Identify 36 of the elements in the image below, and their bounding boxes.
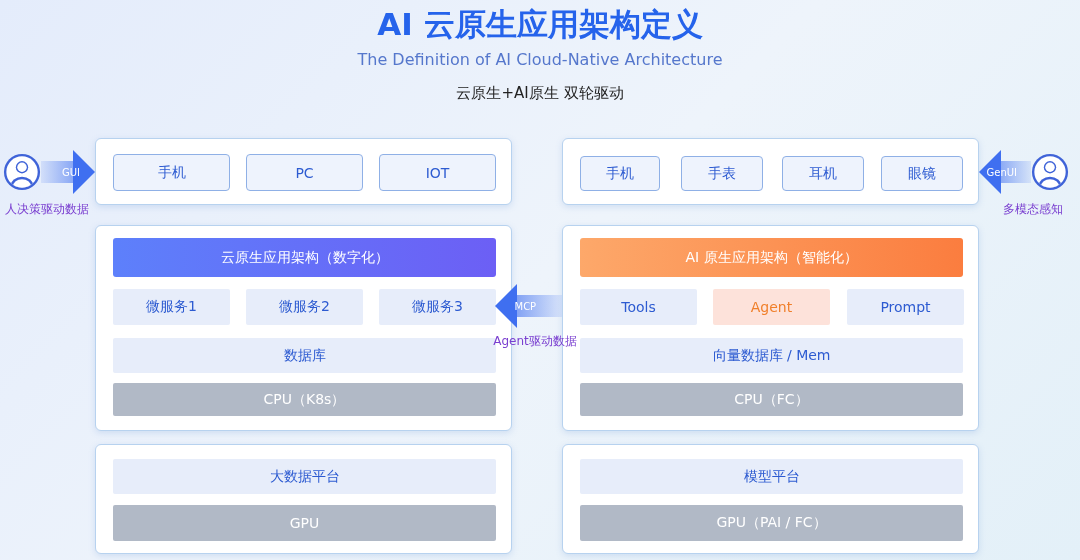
block-arrow [495,284,562,328]
person-icon [1031,153,1069,191]
component-box: Agent [713,289,830,325]
layer-panel [95,444,512,554]
block-arrow [979,150,1031,194]
device-box: 手机 [113,154,230,191]
device-box: PC [246,154,363,191]
compute-bar: GPU（PAI / FC） [580,505,963,541]
layer-panel [562,138,979,205]
compute-bar: CPU（FC） [580,383,963,416]
person-icon [3,153,41,191]
layer-panel [95,138,512,205]
layer-panel [562,444,979,554]
device-box: IOT [379,154,496,191]
component-box: 向量数据库 / Mem [580,338,963,373]
component-box: Prompt [847,289,964,325]
component-box: 微服务2 [246,289,363,325]
block-arrow [41,150,95,194]
diagram-title: AI 云原生应用架构定义 [376,5,704,44]
header-bar: AI 原生应用架构（智能化） [580,238,963,277]
person-caption: 多模态感知 [1002,201,1064,218]
device-box: 耳机 [782,156,864,191]
device-box: 手机 [580,156,660,191]
subtitle: The Definition of AI Cloud-Native Architecture [356,50,724,69]
component-box: 微服务1 [113,289,230,325]
device-box: 手表 [681,156,763,191]
component-box: Tools [580,289,697,325]
component-box: 大数据平台 [113,459,496,494]
person-caption: 人决策驱动数据 [4,201,90,218]
component-box: 模型平台 [580,459,963,494]
device-box: 眼镜 [881,156,963,191]
component-box: 微服务3 [379,289,496,325]
compute-bar: CPU（K8s） [113,383,496,416]
tagline: 云原生+AI原生 双轮驱动 [455,84,625,103]
compute-bar: GPU [113,505,496,541]
header-bar: 云原生应用架构（数字化） [113,238,496,277]
